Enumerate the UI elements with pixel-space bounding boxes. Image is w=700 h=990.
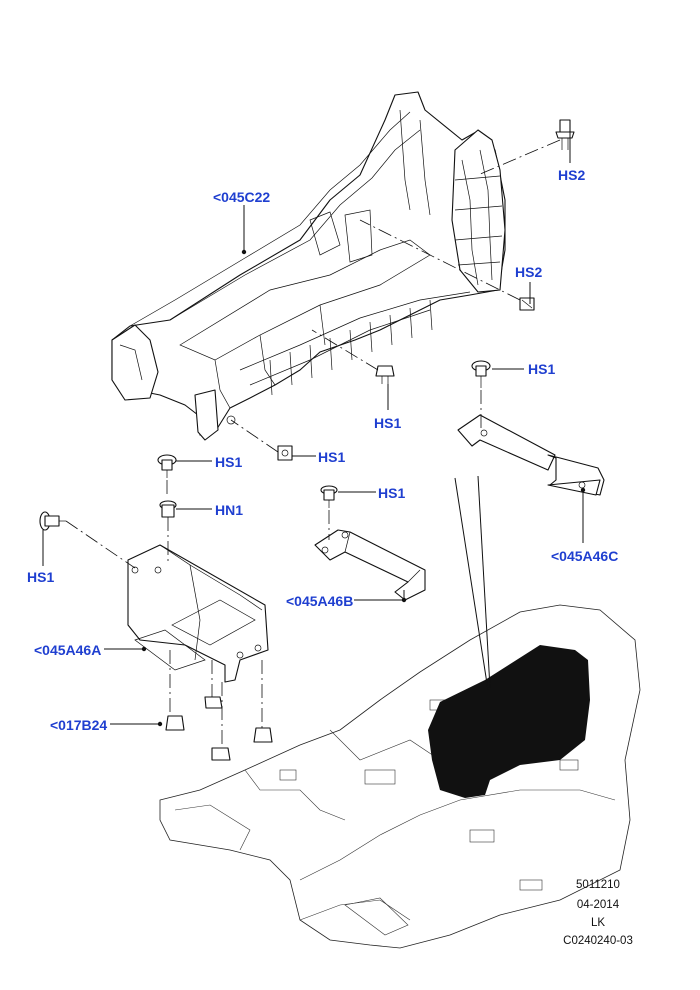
nut-hn1 [159, 500, 177, 518]
label-045a46b: <045A46B [286, 593, 353, 609]
drawing-reference-block: 5011210 04-2014 LK C0240240-03 [563, 879, 633, 947]
footer-line2: 04-2014 [577, 899, 620, 911]
bolt-hs1-left [157, 454, 177, 478]
label-hs1-center: HS1 [374, 415, 401, 431]
floor-carpet [159, 475, 641, 949]
label-hs1-left-stud: HS1 [215, 454, 242, 470]
footer-line4: C0240240-03 [563, 935, 633, 947]
callout-leaders [42, 128, 586, 727]
label-hs1-front: HS1 [318, 449, 345, 465]
assembly-lines [65, 139, 561, 748]
label-hs1-right-top: HS1 [528, 361, 555, 377]
label-045c22: <045C22 [213, 189, 270, 205]
label-hs2-top: HS2 [558, 167, 585, 183]
footer-line3: LK [591, 917, 605, 929]
bolt-hs1-right [471, 360, 491, 388]
bolt-hs1-side [39, 511, 66, 531]
label-hn1: HN1 [215, 502, 243, 518]
bolt-hs2-mid [519, 297, 535, 311]
console-bracket-assembly [111, 91, 506, 441]
bracket-045a46b [314, 529, 426, 601]
bolt-hs1-center [375, 365, 395, 384]
bracket-045a46a [127, 544, 273, 761]
bolt-hs1-front [277, 445, 293, 461]
console-tunnel-highlight [428, 645, 590, 798]
bolt-hs1-bracket-b [320, 485, 338, 508]
label-045a46a: <045A46A [34, 642, 101, 658]
bracket-045a46c [457, 414, 605, 496]
footer-line1: 5011210 [576, 879, 620, 891]
label-045a46c: <045A46C [551, 548, 618, 564]
bolt-hs2-top [555, 119, 575, 150]
label-hs1-bracket-b: HS1 [378, 485, 405, 501]
label-hs1-side: HS1 [27, 569, 54, 585]
label-017b24: <017B24 [50, 717, 107, 733]
label-hs2-mid: HS2 [515, 264, 542, 280]
